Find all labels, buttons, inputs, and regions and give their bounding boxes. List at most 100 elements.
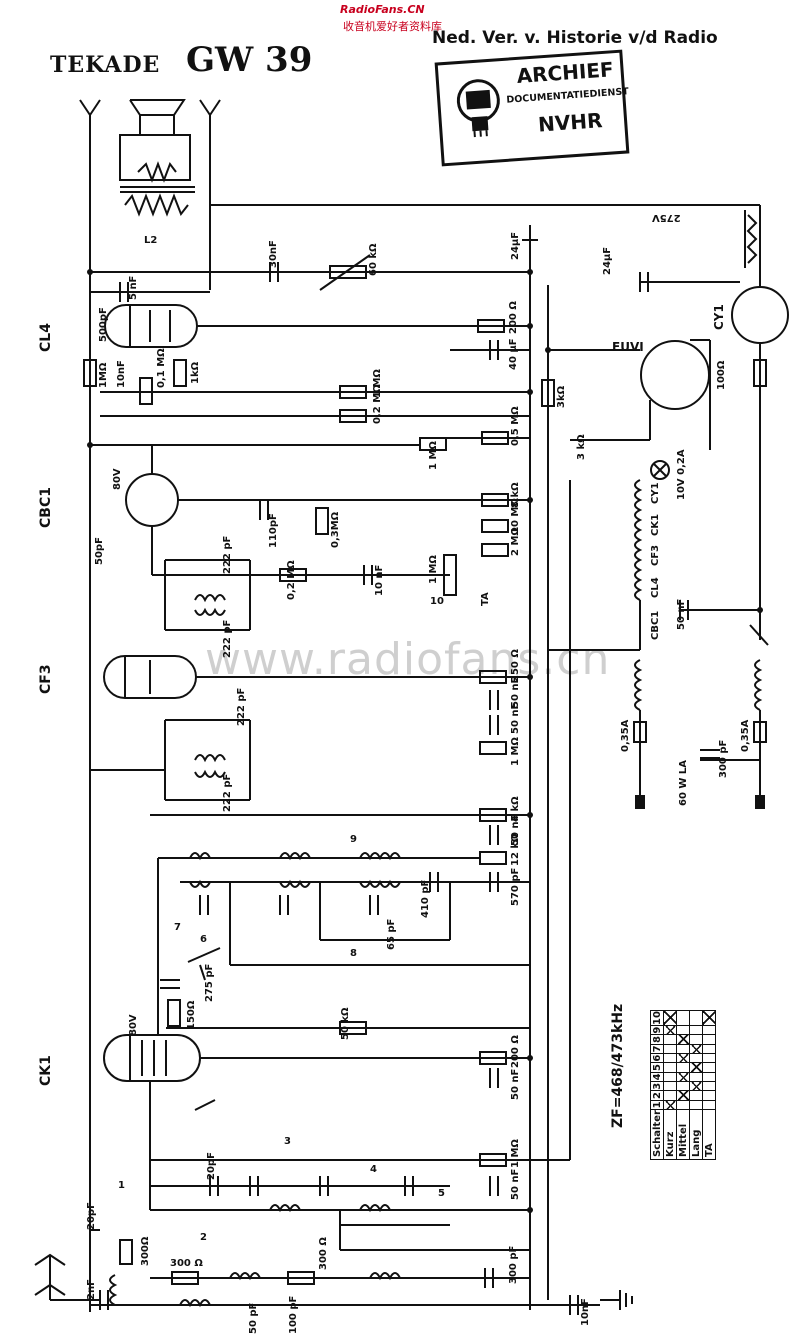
switch-col: 2 [650, 1090, 664, 1101]
label-c275pf: 275 pF [204, 963, 215, 1002]
label-c222pf-d: 222 pF [222, 773, 233, 812]
label-c40uf: 40 µF [508, 338, 519, 370]
label-r12k: 12 kΩ [510, 833, 521, 866]
switch-cell [663, 1100, 677, 1110]
dial-lamp-icon [650, 460, 670, 480]
label-c5nf: 5 nF [128, 275, 139, 300]
label-cbc1: CBC1 [38, 487, 54, 528]
label-c20pf-b: 20pF [86, 1202, 97, 1230]
label-r02m: 0,2 MΩ [372, 384, 383, 424]
label-lamp: 10V 0,2A [676, 449, 687, 500]
label-r150: 150Ω [186, 1000, 197, 1030]
label-r1m-c: 1 MΩ [428, 441, 439, 470]
switch-cell [663, 1081, 677, 1091]
switch-row: Kurz [663, 1010, 677, 1160]
label-c10nf: 10nF [116, 360, 127, 388]
switch-num-8: 8 [350, 948, 357, 959]
label-c222pf-a: 222 pF [222, 535, 233, 574]
switch-cell [676, 1090, 690, 1101]
switch-cell [676, 1034, 690, 1045]
switch-row: Lang [689, 1010, 703, 1160]
label-r50k: 50 kΩ [340, 1007, 351, 1040]
label-c300pf: 300 pF [508, 1245, 519, 1284]
switch-row: Mittel [676, 1010, 690, 1160]
switch-row-label: Kurz [663, 1109, 677, 1160]
switch-cell [663, 1053, 677, 1063]
label-r01m: 0,1 MΩ [156, 348, 167, 388]
switch-cell [702, 1072, 716, 1082]
switch-cell [676, 1100, 690, 1110]
switch-col: 1 [650, 1100, 664, 1110]
label-c20pf: 20pF [206, 1152, 217, 1180]
volume-pot [319, 254, 371, 291]
switch-num-1: 1 [118, 1180, 125, 1191]
switch-cell [663, 1090, 677, 1101]
switch-cell [663, 1062, 677, 1073]
switch-cell [702, 1044, 716, 1054]
label-c300pf-b: 300 pF [718, 739, 729, 778]
switch-cell [689, 1100, 703, 1110]
switch-cell [702, 1090, 716, 1101]
switch-cell [702, 1034, 716, 1045]
label-r200-b: 200 Ω [510, 1035, 521, 1068]
switch-col: 7 [650, 1044, 664, 1054]
switch-cell [689, 1010, 703, 1026]
label-c410pf: 410 pF [420, 879, 431, 918]
label-r100: 100Ω [716, 360, 727, 390]
label-r03m: 0,3MΩ [330, 511, 341, 548]
switch-cell [702, 1081, 716, 1091]
label-c50pf-b: 50 pF [248, 1302, 259, 1334]
speaker-icon [119, 99, 195, 217]
label-v80: 80V [112, 468, 123, 490]
label-r1m: 1MΩ [98, 362, 109, 388]
switch-cell [689, 1072, 703, 1082]
label-c222pf-c: 222 pF [236, 687, 247, 726]
label-c2nf: 2nF [86, 1279, 97, 1300]
switch-cell [689, 1062, 703, 1073]
switch-cell [676, 1010, 690, 1026]
site-name: RadioFans.CN [340, 3, 425, 16]
label-c30nf: 30nF [268, 240, 279, 268]
switch-cell [702, 1062, 716, 1073]
label-c500pf: 500pF [98, 307, 109, 342]
label-ck1: CK1 [38, 1055, 54, 1086]
switch-num-6: 6 [200, 934, 207, 945]
label-c10nf-c: 10nF [580, 1298, 591, 1326]
label-r1k: 1kΩ [190, 361, 201, 384]
label-r300: 300Ω [140, 1236, 151, 1266]
label-fil-cl4: CL4 [650, 577, 661, 598]
tube-cy1 [731, 286, 789, 344]
switch-cell [663, 1010, 677, 1026]
tube-ck1 [103, 1034, 201, 1082]
rectifier-euv1 [640, 340, 710, 410]
label-c50nf-e: 50 nF [510, 1168, 521, 1200]
label-r200: 200 Ω [508, 301, 519, 334]
label-r02m-b: 0,2 MΩ [286, 560, 297, 600]
switch-cell [689, 1053, 703, 1063]
label-r2m: 2 MΩ [510, 527, 521, 556]
label-r3k-b: 3 kΩ [576, 434, 587, 460]
label-v275: 275V [652, 212, 681, 223]
switch-row-label: Mittel [676, 1109, 690, 1160]
label-r1m-d: 1 MΩ [510, 737, 521, 766]
label-c50nf-b: 50 nF [510, 702, 521, 734]
label-r300-b: 300 Ω [170, 1258, 203, 1269]
switch-row: TA [702, 1010, 716, 1160]
switch-cell [663, 1044, 677, 1054]
switch-num-10: 10 [430, 596, 444, 607]
switch-col: 3 [650, 1081, 664, 1091]
switch-cell [663, 1025, 677, 1035]
site-name-cn: 收音机爱好者资料库 [343, 20, 442, 33]
label-cl4: CL4 [38, 323, 54, 352]
label-l2: L2 [144, 235, 158, 246]
label-fil-cy1: CY1 [650, 482, 661, 504]
switch-cell [689, 1090, 703, 1101]
switch-cell [663, 1034, 677, 1045]
switch-col: 8 [650, 1034, 664, 1045]
label-c65pf: 65 pF [386, 918, 397, 950]
switch-num-5: 5 [438, 1188, 445, 1199]
label-ta: TA [480, 592, 491, 606]
switch-num-9: 9 [350, 834, 357, 845]
switch-col: 5 [650, 1062, 664, 1073]
switch-cell [676, 1044, 690, 1054]
